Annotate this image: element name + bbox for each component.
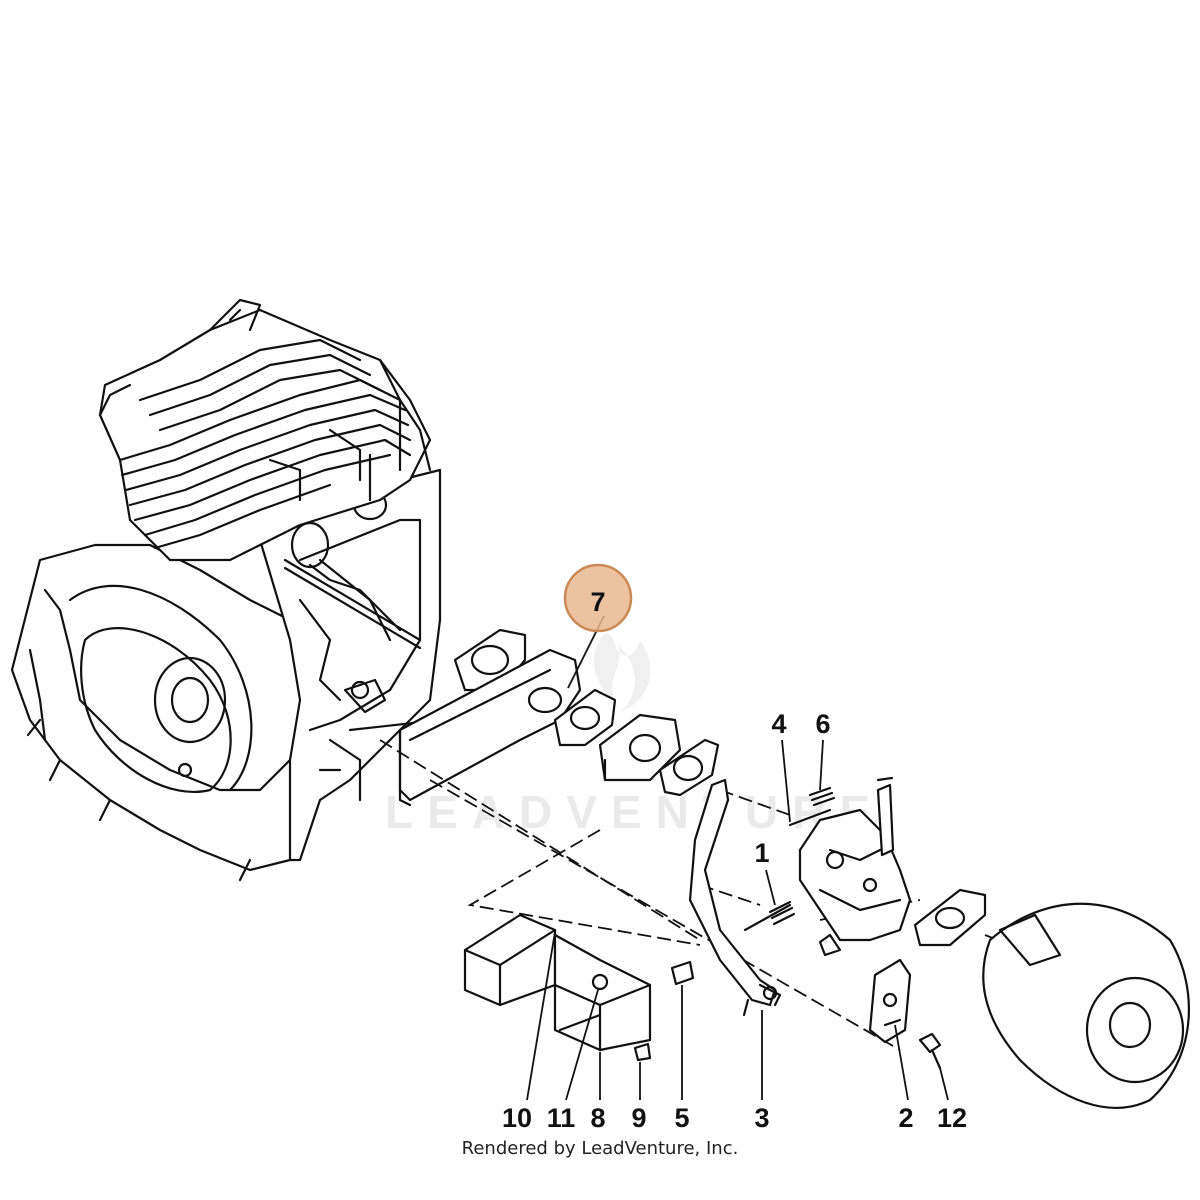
part-3-control-bracket — [688, 778, 782, 1017]
render-credit: Rendered by LeadVenture, Inc. — [461, 1138, 739, 1159]
watermark-text: LEADVENTURE — [385, 786, 884, 838]
callout-10[interactable]: 10 — [502, 1103, 532, 1133]
part-6-spring — [808, 786, 836, 807]
callout-1[interactable]: 1 — [754, 838, 769, 868]
callout-5[interactable]: 5 — [674, 1103, 689, 1133]
callout-11[interactable]: 11 — [547, 1103, 576, 1133]
callouts: 10 11 8 9 5 3 2 12 1 4 6 — [502, 709, 967, 1133]
callout-7-label[interactable]: 7 — [590, 587, 605, 617]
callout-4[interactable]: 4 — [771, 709, 786, 739]
part-5-spring — [670, 960, 695, 986]
callout-9[interactable]: 9 — [631, 1103, 646, 1133]
callout-6[interactable]: 6 — [815, 709, 830, 739]
callout-7-badge[interactable] — [563, 563, 633, 633]
carburetor — [798, 776, 912, 957]
callout-3[interactable]: 3 — [754, 1103, 769, 1133]
air-cleaner — [982, 902, 1190, 1109]
engine-block — [10, 298, 442, 882]
part-1-screw — [743, 900, 796, 932]
air-cleaner-gasket — [913, 888, 987, 947]
carb-gasket-2 — [658, 738, 720, 797]
carb-gasket-1 — [553, 688, 617, 747]
part-12-bolt — [918, 1032, 942, 1070]
carb-spacer — [598, 713, 682, 782]
part-2-plate — [868, 958, 912, 1044]
solenoid-assembly — [463, 913, 652, 1062]
callout-2[interactable]: 2 — [898, 1103, 913, 1133]
part-4-rod — [788, 808, 832, 827]
callout-7-highlight[interactable]: 7 — [563, 563, 633, 633]
callout-8[interactable]: 8 — [590, 1103, 605, 1133]
callout-12[interactable]: 12 — [937, 1103, 967, 1133]
